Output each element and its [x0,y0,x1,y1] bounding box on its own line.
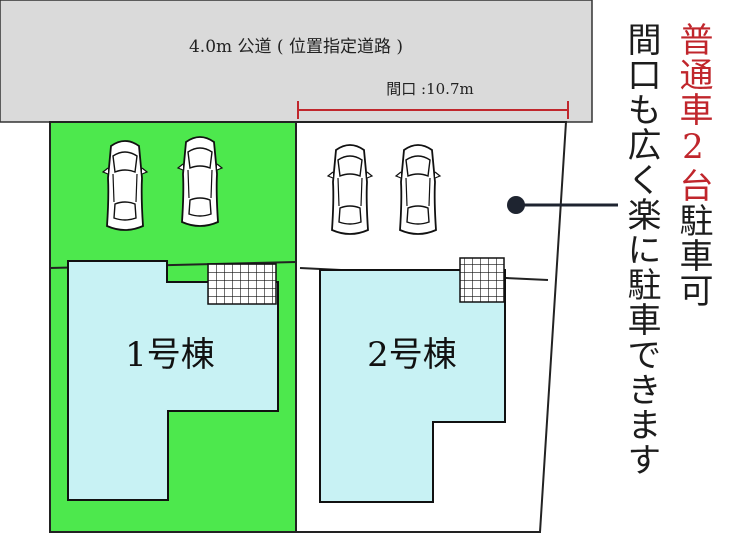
car-icon [327,144,373,235]
subline-callout: 間口も広く楽に駐車できます [621,22,661,477]
road-label: 4.0m 公道 ( 位置指定道路 ) [189,37,403,57]
headline-red: 普通車2台 [673,22,713,203]
house-1-label: 1号棟 [125,335,215,375]
house-1 [67,260,279,501]
car-icon [102,140,148,231]
headline-dark: 駐車可 [673,203,713,308]
road [0,0,593,123]
house-2-stair-grid [459,257,505,303]
car-icon [177,136,223,227]
headline-callout: 普通車2台駐車可 [673,22,713,308]
house-2 [319,269,506,503]
car-icon [395,144,441,235]
frontage-label: 間口 :10.7m [386,80,473,98]
house-1-stair-grid [207,263,277,305]
house-2-label: 2号棟 [367,335,457,375]
